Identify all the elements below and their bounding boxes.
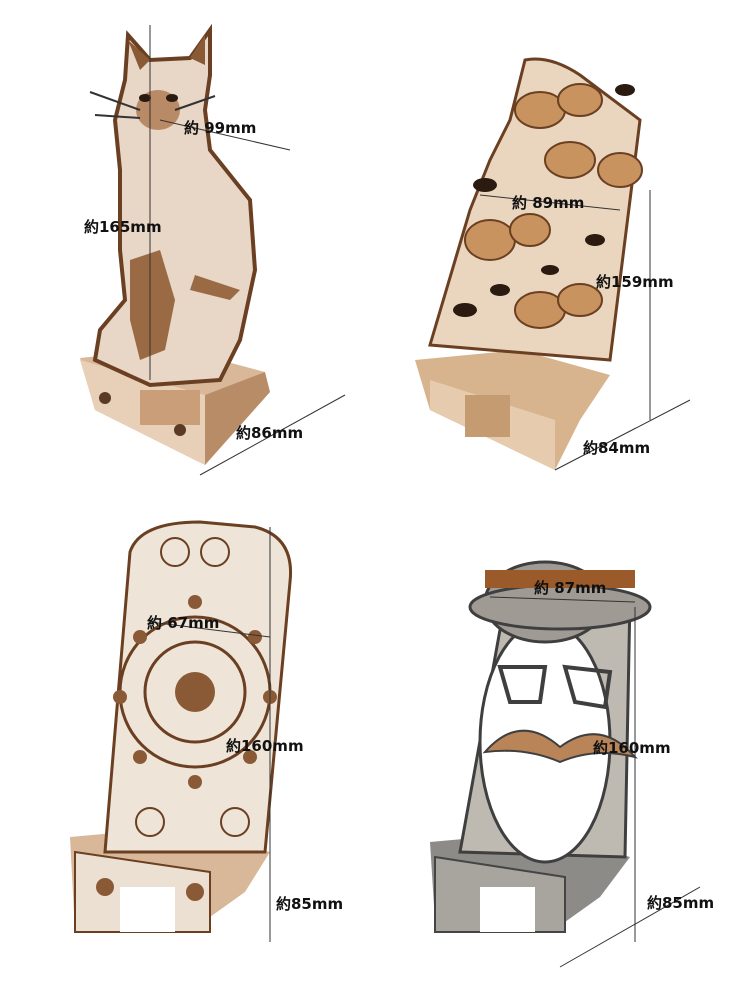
cat-height-label: 約165mm: [84, 218, 162, 236]
butterfly-stand-panel: 約 89mm 約159mm 約84mm: [370, 0, 740, 482]
cat-stand-illustration: [0, 0, 370, 482]
hat-width-label: 約 87mm: [534, 579, 607, 597]
cat-stand-panel: 約 99mm 約165mm 約86mm: [0, 0, 370, 482]
mandala-height-label: 約160mm: [226, 737, 304, 755]
row-divider: [0, 482, 740, 492]
cat-width-label: 約 99mm: [184, 119, 257, 137]
mandala-width-label: 約 67mm: [147, 614, 220, 632]
hat-depth-label: 約85mm: [647, 894, 715, 912]
butterfly-width-label: 約 89mm: [512, 194, 585, 212]
butterfly-height-label: 約159mm: [596, 273, 674, 291]
hat-stand-illustration: [370, 492, 740, 1004]
mandala-stand-panel: 約 67mm 約160mm 約85mm: [0, 492, 370, 1004]
hat-height-label: 約160mm: [593, 739, 671, 757]
butterfly-depth-label: 約84mm: [583, 439, 651, 457]
mandala-depth-label: 約85mm: [276, 895, 344, 913]
butterfly-stand-illustration: [370, 0, 740, 482]
mandala-stand-illustration: [0, 492, 370, 1004]
cat-depth-label: 約86mm: [236, 424, 304, 442]
hat-stand-panel: 約 87mm 約160mm 約85mm: [370, 492, 740, 1004]
